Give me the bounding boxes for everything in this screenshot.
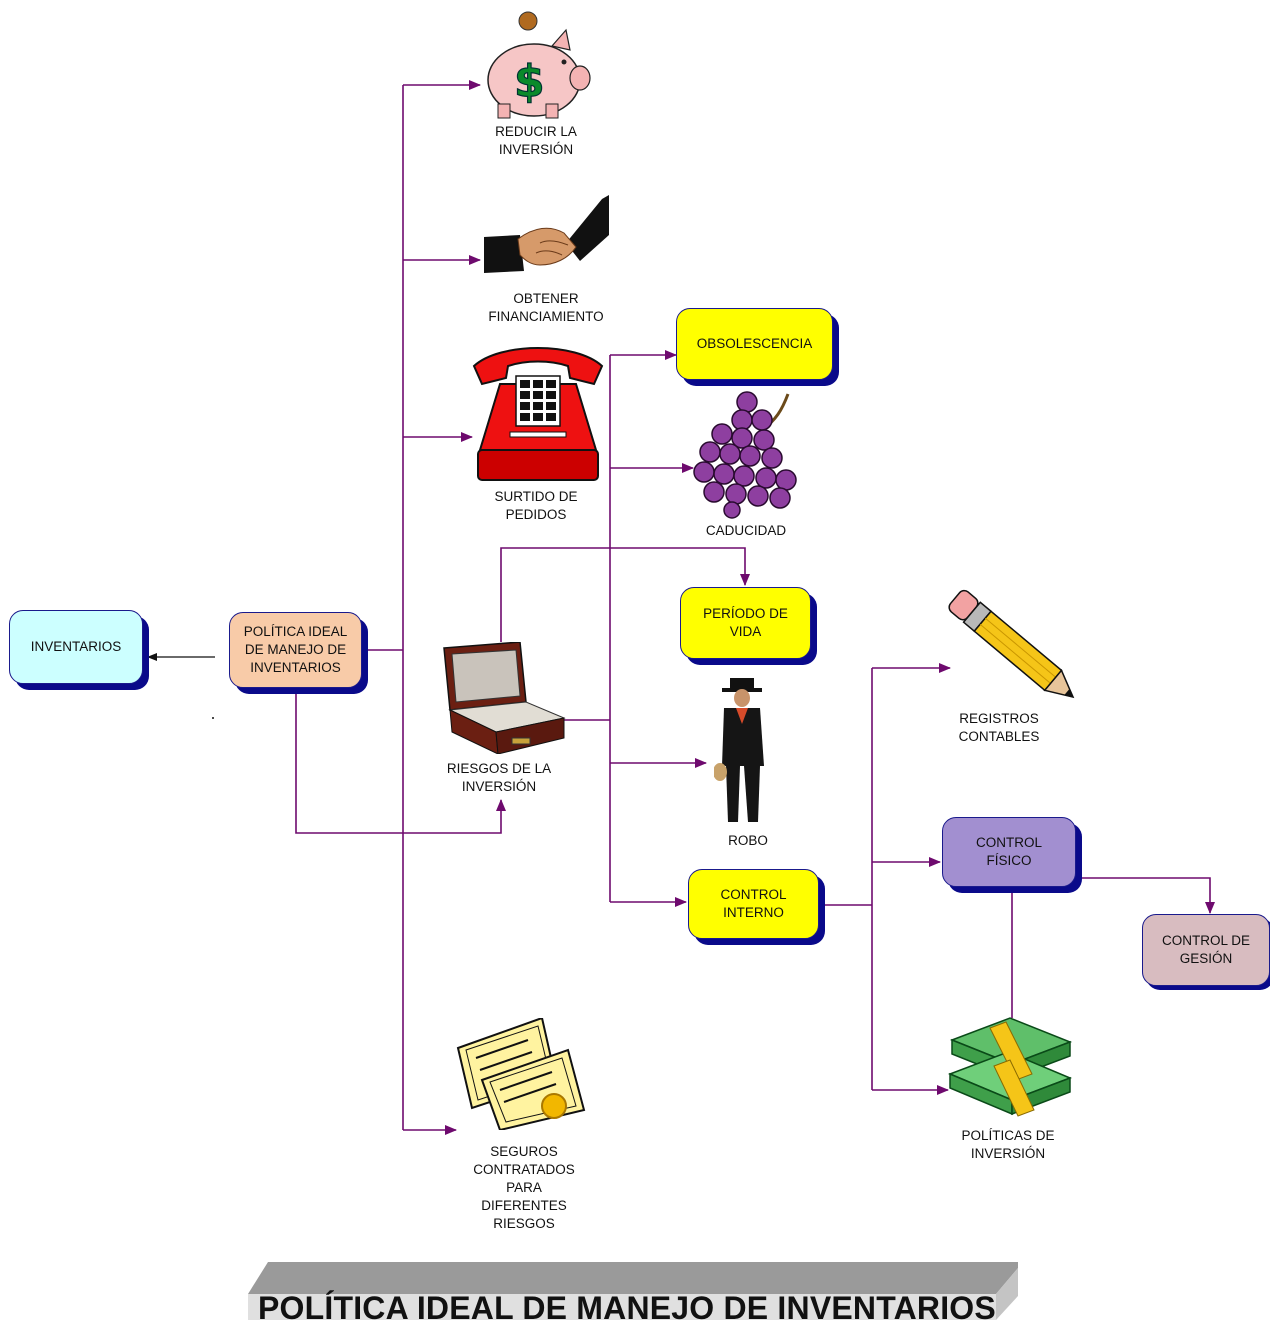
control-interno-node: CONTROL INTERNO bbox=[688, 869, 819, 939]
pencil-icon bbox=[948, 589, 1075, 699]
banner-shape bbox=[248, 1262, 1018, 1320]
reducir-label: REDUCIR LA INVERSIÓN bbox=[495, 124, 577, 157]
control-fisico-label: CONTROL FÍSICO bbox=[975, 835, 1042, 868]
periodo-node: PERÍODO DE VIDA bbox=[680, 587, 811, 659]
obsolescencia-node: OBSOLESCENCIA bbox=[676, 308, 833, 380]
telephone-icon bbox=[472, 347, 604, 481]
certificates-icon bbox=[456, 1018, 586, 1130]
control-gestion-label: CONTROL DE GESIÓN bbox=[1161, 933, 1250, 966]
money-stack-icon bbox=[947, 1017, 1073, 1117]
page-title: POLÍTICA IDEAL DE MANEJO DE INVENTARIOS bbox=[258, 1290, 996, 1326]
title-banner: POLÍTICA IDEAL DE MANEJO DE INVENTARIOS bbox=[248, 1262, 1018, 1326]
registros-label: REGISTROS CONTABLES bbox=[958, 711, 1040, 744]
svg-text:$: $ bbox=[514, 56, 545, 107]
inventarios-node: INVENTARIOS bbox=[9, 610, 143, 684]
robo-label: ROBO bbox=[728, 833, 768, 848]
control-gestion-node: CONTROL DE GESIÓN bbox=[1142, 914, 1270, 986]
briefcase-icon bbox=[443, 642, 566, 754]
surtido-label: SURTIDO DE PEDIDOS bbox=[494, 489, 578, 522]
periodo-label: PERÍODO DE VIDA bbox=[703, 606, 788, 639]
piggy-bank-icon: $ bbox=[487, 11, 591, 119]
caducidad-label: CADUCIDAD bbox=[705, 523, 787, 538]
handshake-icon bbox=[484, 195, 609, 273]
politica-label: POLÍTICA IDEAL DE MANEJO DE INVENTARIOS bbox=[243, 624, 348, 675]
riesgos-label: RIESGOS DE LA INVERSIÓN bbox=[446, 761, 552, 794]
control-fisico-node: CONTROL FÍSICO bbox=[942, 817, 1076, 887]
politicas-inversion-label: POLÍTICAS DE INVERSIÓN bbox=[961, 1128, 1055, 1161]
grapes-icon bbox=[693, 391, 797, 519]
politica-node: POLÍTICA IDEAL DE MANEJO DE INVENTARIOS bbox=[229, 612, 362, 688]
seguros-label: SEGUROS CONTRATADOS PARA DIFERENTES RIES… bbox=[473, 1144, 575, 1231]
control-interno-label: CONTROL INTERNO bbox=[720, 887, 787, 920]
inventarios-label: INVENTARIOS bbox=[30, 639, 122, 654]
financiamiento-label: OBTENER FINANCIAMIENTO bbox=[488, 291, 604, 324]
obsolescencia-label: OBSOLESCENCIA bbox=[696, 336, 813, 351]
thief-icon bbox=[714, 678, 764, 822]
